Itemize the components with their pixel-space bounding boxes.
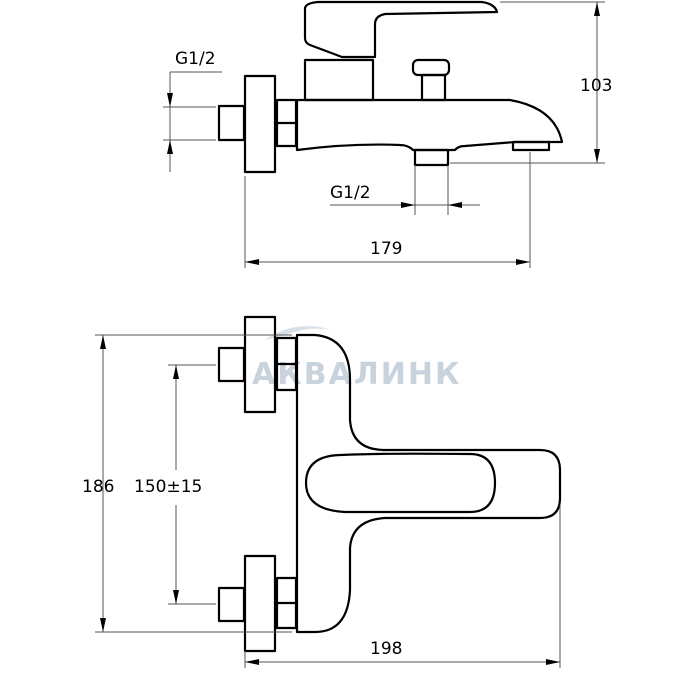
- side-view-faucet: [217, 0, 564, 174]
- body-outline: [295, 333, 562, 634]
- lever-handle-top: [304, 452, 497, 514]
- outlet-thread-label: G1/2: [330, 183, 371, 203]
- wall-flange: [243, 74, 277, 174]
- height-label: 103: [580, 76, 612, 96]
- watermark-text: АКВАЛИНК: [252, 357, 461, 392]
- dimension-186: 186: [82, 334, 292, 633]
- dimension-198: 198: [244, 505, 561, 668]
- upper-inlet-pipe: [217, 346, 246, 383]
- top-view-faucet: [217, 315, 562, 653]
- length-label: 179: [370, 239, 402, 259]
- dimension-150: 150±15: [134, 364, 216, 605]
- dimension-outlet-thread: G1/2: [330, 165, 480, 215]
- lever-handle: [303, 0, 499, 59]
- dimension-inlet-thread: G1/2: [163, 49, 222, 172]
- diverter-knob: [411, 58, 451, 77]
- inlet-pipe: [217, 104, 246, 142]
- total-height-label: 186: [82, 477, 114, 497]
- inlet-spacing-label: 150±15: [134, 477, 202, 497]
- watermark-logo: АКВАЛИНК: [252, 326, 461, 392]
- dimension-179: 179: [244, 152, 531, 268]
- lower-flange: [243, 554, 277, 653]
- diverter-stem: [420, 73, 447, 102]
- shower-outlet: [413, 148, 450, 167]
- depth-label: 198: [370, 639, 402, 659]
- cartridge-body: [303, 58, 375, 102]
- lower-inlet-pipe: [217, 586, 246, 623]
- inlet-thread-label: G1/2: [175, 49, 216, 69]
- aerator: [511, 140, 551, 152]
- dimension-103: 103: [450, 1, 612, 164]
